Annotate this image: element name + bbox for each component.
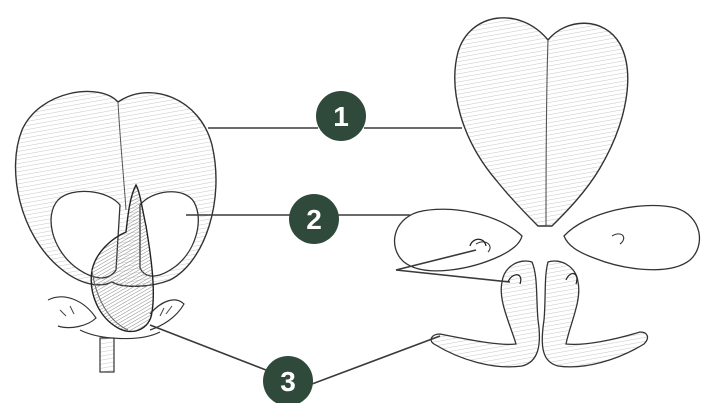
- leader-line-3-left: [150, 325, 266, 370]
- leader-line-3-right: [312, 336, 440, 384]
- right-keel-petal-left: [431, 261, 539, 367]
- dissected-flower: [395, 18, 700, 367]
- badge-1-label: 1: [333, 101, 349, 132]
- callout-badge-3: 3: [263, 356, 313, 403]
- leader-line-extra-b: [396, 270, 510, 282]
- assembled-flower: [16, 91, 216, 372]
- badge-3-label: 3: [280, 366, 296, 397]
- callout-badge-1: 1: [316, 91, 366, 141]
- left-stem: [100, 338, 114, 372]
- right-keel-petal-right: [542, 261, 647, 367]
- right-standard-petal: [455, 18, 628, 226]
- right-wing-petal-right: [564, 206, 699, 270]
- badge-2-label: 2: [306, 204, 322, 235]
- callout-badge-2: 2: [289, 194, 339, 244]
- right-wing-petal-left: [395, 209, 522, 271]
